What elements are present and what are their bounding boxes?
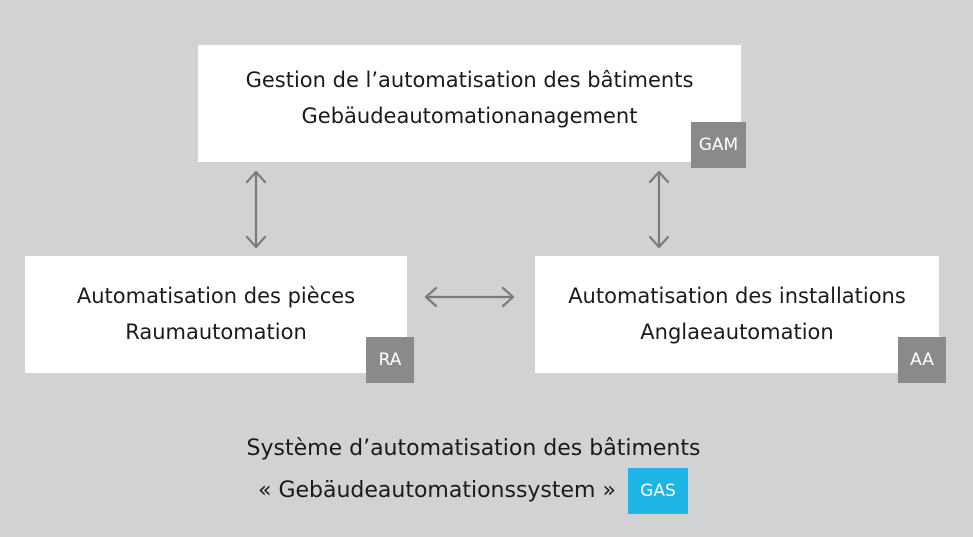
arrow-ra-aa: [424, 286, 515, 308]
node-gam-line2: Gebäudeautomationanagement: [301, 104, 638, 128]
system-caption-subtitle: « Gebäudeautomationssystem »: [258, 478, 616, 503]
arrow-gam-aa: [648, 170, 670, 249]
node-aa-line2: Anglaeautomation: [640, 320, 834, 344]
node-gam-text: Gestion de l’automatisation des bâtiment…: [198, 62, 741, 134]
node-aa-line1: Automatisation des installations: [568, 284, 906, 308]
node-gam-line1: Gestion de l’automatisation des bâtiment…: [245, 68, 694, 92]
node-ra: Automatisation des pièces Raumautomation…: [25, 256, 414, 383]
node-aa-text: Automatisation des installations Anglaea…: [535, 278, 939, 350]
node-aa: Automatisation des installations Anglaea…: [535, 256, 946, 383]
badge-gam: GAM: [691, 122, 746, 168]
system-caption-row: « Gebäudeautomationssystem » GAS: [258, 468, 688, 514]
node-ra-line2: Raumautomation: [125, 320, 307, 344]
node-ra-line1: Automatisation des pièces: [76, 284, 356, 308]
system-caption-title: Système d’automatisation des bâtiments: [246, 436, 701, 461]
arrow-gam-ra: [245, 170, 267, 249]
badge-gas: GAS: [627, 468, 688, 514]
badge-ra: RA: [366, 337, 414, 383]
node-ra-text: Automatisation des pièces Raumautomation: [25, 278, 407, 350]
node-gam: Gestion de l’automatisation des bâtiment…: [198, 45, 746, 168]
badge-aa: AA: [898, 337, 946, 383]
